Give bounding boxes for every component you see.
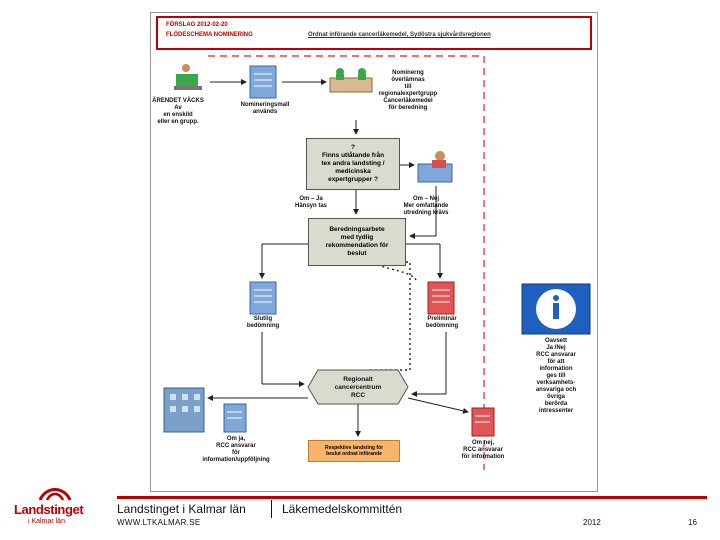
- logo-subtitle: i Kalmar län: [28, 518, 65, 525]
- footer-committee: Läkemedelskommittén: [282, 502, 403, 516]
- footer-page-number: 16: [688, 518, 697, 527]
- expert-desk-icon: [417, 151, 453, 183]
- logo-wordmark: Landstinget: [14, 502, 84, 517]
- rcc-hexagon: [307, 369, 409, 405]
- question-box: ?Finns utlåtande från tex andra landstin…: [306, 138, 400, 190]
- blue-document-icon: [249, 281, 277, 315]
- diagram-frame: [150, 12, 598, 492]
- header-box: FÖRSLAG 2012-02-20 FLÖDESCHEMA NOMINERIN…: [156, 16, 592, 50]
- office-building-icon: [163, 387, 205, 433]
- header-line1: FÖRSLAG 2012-02-20: [166, 22, 228, 28]
- meeting-people-icon: [329, 68, 373, 93]
- red-document-icon: [427, 281, 455, 315]
- header-subtitle: Ordnat införande cancerläkemedel, Sydöst…: [308, 32, 491, 38]
- header-line2: FLÖDESCHEMA NOMINERING: [166, 32, 253, 38]
- footer-divider: [117, 496, 707, 499]
- blue-document-icon: [249, 65, 277, 99]
- red-document-icon: [471, 407, 495, 437]
- footer-year: 2012: [583, 518, 601, 527]
- footer-org-name: Landstinget i Kalmar län: [117, 502, 246, 516]
- info-icon: [521, 283, 591, 335]
- logo-crown-icon: [38, 488, 72, 501]
- footer-url[interactable]: WWW.LTKALMAR.SE: [117, 518, 201, 527]
- footer-separator: [271, 500, 272, 518]
- blue-document-icon: [223, 403, 247, 433]
- person-at-desk-icon: [174, 64, 202, 90]
